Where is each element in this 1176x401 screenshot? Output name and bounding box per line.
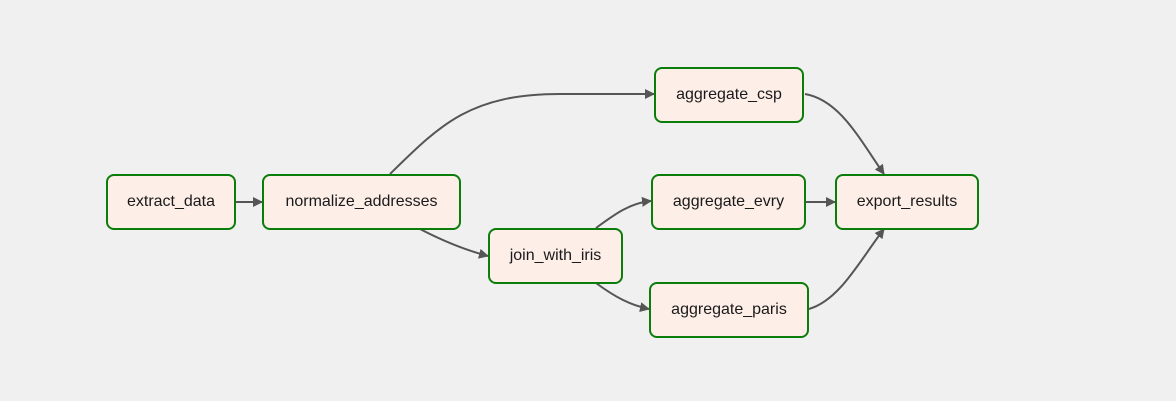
task-node-export-results[interactable]: export_results	[835, 174, 979, 230]
task-node-aggregate-evry[interactable]: aggregate_evry	[651, 174, 806, 230]
task-node-aggregate-paris[interactable]: aggregate_paris	[649, 282, 809, 338]
edge-normalize-to-aggregate-csp	[389, 89, 655, 175]
edge-normalize-to-join	[419, 228, 489, 259]
edge-join-to-aggregate-evry	[595, 196, 652, 229]
task-node-join-with-iris[interactable]: join_with_iris	[488, 228, 623, 284]
task-node-aggregate-csp[interactable]: aggregate_csp	[654, 67, 804, 123]
edge-join-to-aggregate-paris	[595, 282, 650, 313]
edge-aggregate-csp-to-export	[804, 93, 885, 175]
task-node-extract-data[interactable]: extract_data	[106, 174, 236, 230]
task-node-normalize-addresses[interactable]: normalize_addresses	[262, 174, 461, 230]
edge-aggregate-paris-to-export	[808, 228, 885, 310]
